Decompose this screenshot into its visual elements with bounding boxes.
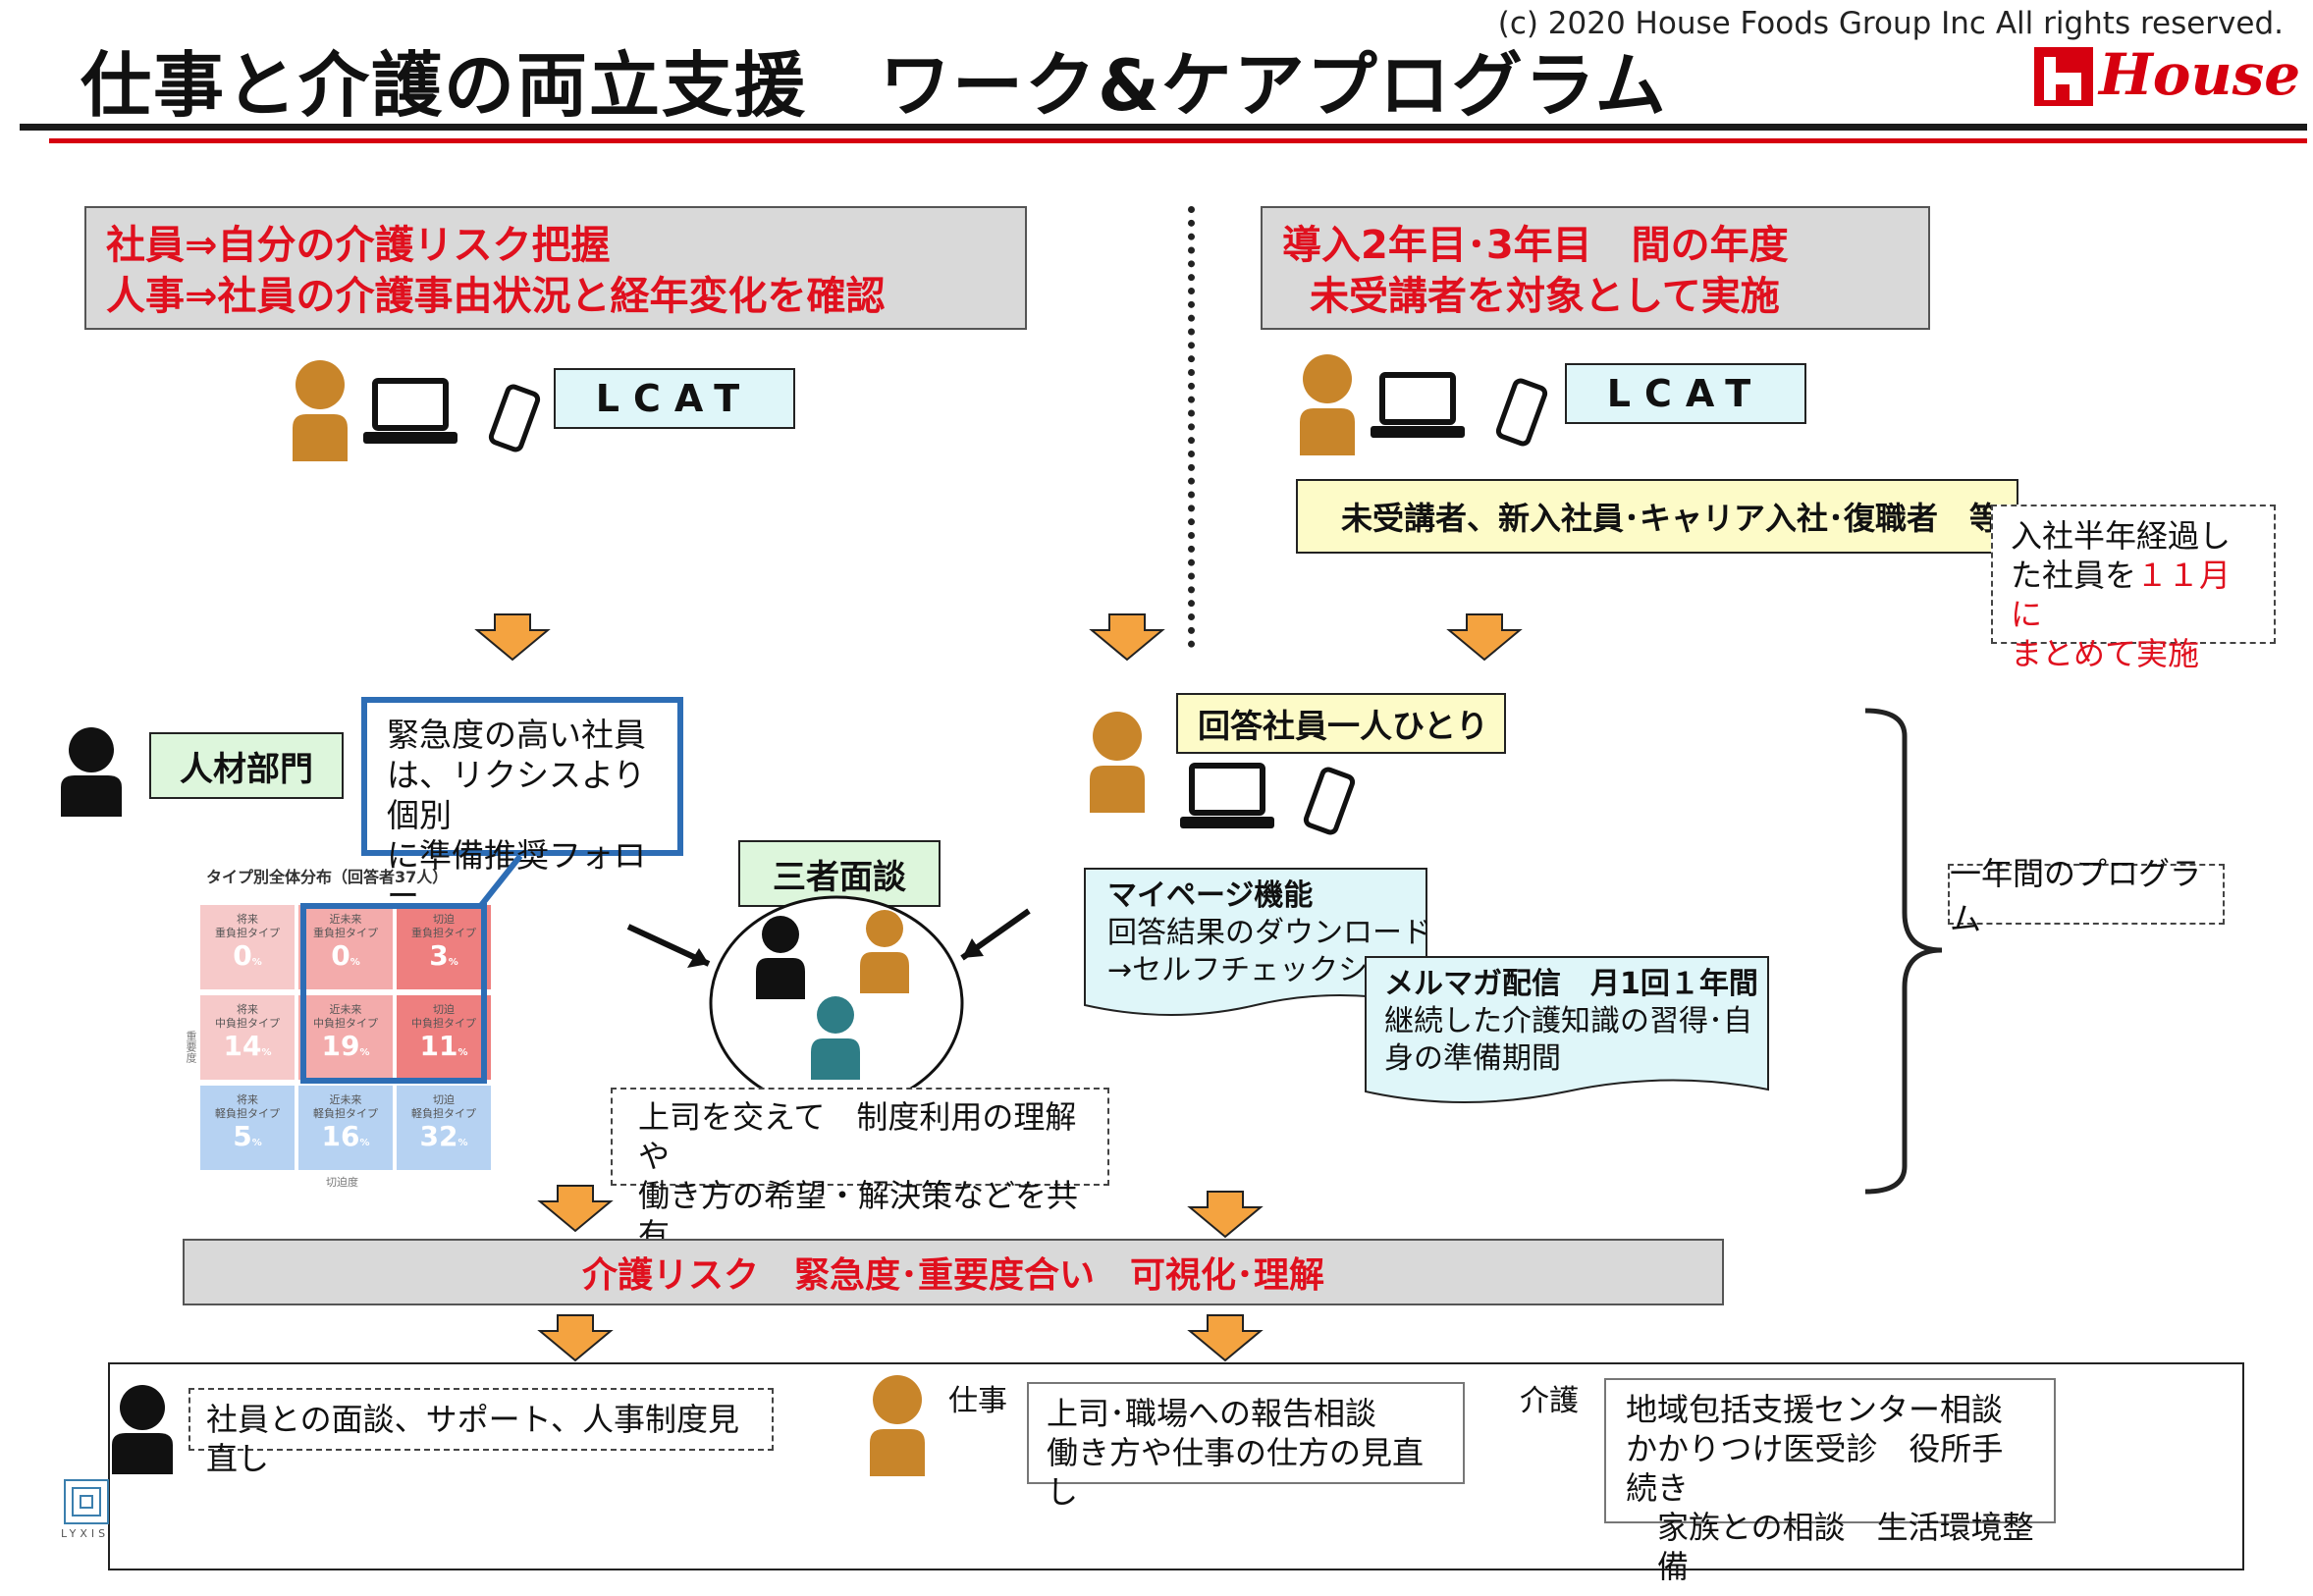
annual-program-label: 一年間のプログラム (1948, 855, 2225, 937)
cell-value: 5% (233, 1120, 262, 1152)
cell-value: 0% (233, 939, 262, 972)
cell-urgency-label: 切迫 (433, 1003, 455, 1016)
person-icon-black (112, 1385, 173, 1474)
down-arrow (537, 1314, 614, 1362)
down-arrow (474, 613, 551, 662)
timing-note: 入社半年経過し た社員を１１月に まとめて実施 (1991, 505, 2276, 672)
y-axis-label: 重要度 (185, 1031, 197, 1063)
person-icon-teal (811, 996, 860, 1080)
person-icon (1090, 712, 1145, 813)
cell-urgency-label: 切迫 (433, 1093, 455, 1106)
lyxis-text: LYXIS (61, 1527, 110, 1540)
down-arrow (537, 1185, 614, 1233)
down-arrow (1187, 1191, 1264, 1239)
respondent-label: 回答社員一人ひとり (1176, 693, 1506, 754)
left-purpose-box: 社員⇒自分の介護リスク把握 人事⇒社員の介護事由状況と経年変化を確認 (84, 206, 1027, 330)
cell-burden-label: 軽負担タイプ (411, 1107, 476, 1120)
cell-urgency-label: 近未来 (329, 913, 362, 926)
work-action-box: 上司･職場への報告相談 働き方や仕事の仕方の見直し (1027, 1382, 1465, 1511)
hr-department-label: 人材部門 (149, 732, 344, 799)
care-label: 介護 (1520, 1384, 1579, 1418)
laptop-icon (363, 378, 457, 444)
cell-value: 14% (223, 1030, 272, 1062)
page-title: 仕事と介護の両立支援 ワーク&ケアプログラム (81, 44, 1668, 127)
lyxis-logo (64, 1479, 109, 1524)
smartphone-icon (1495, 378, 1548, 447)
cell-value: 16% (321, 1120, 370, 1152)
person-icon (1300, 354, 1355, 455)
cell-urgency-label: 将来 (237, 1093, 258, 1106)
person-icon (293, 360, 348, 461)
cell-value: 32% (419, 1120, 468, 1152)
distribution-title: タイプ別全体分布（回答者37人） (206, 868, 449, 886)
cell-value: 3% (429, 939, 458, 972)
cell-urgency-label: 近未来 (329, 1003, 362, 1016)
hr-action-box: 社員との面談、サポート、人事制度見直し (188, 1388, 774, 1477)
person-icon-orange (860, 910, 909, 993)
down-arrow (1187, 1314, 1264, 1362)
center-divider (1188, 206, 1195, 648)
smartphone-icon (1303, 767, 1356, 835)
cell-burden-label: 中負担タイプ (215, 1017, 280, 1030)
header-rule-red (49, 138, 2307, 143)
down-arrow (1089, 613, 1165, 662)
cell-value: 0% (331, 939, 360, 972)
x-axis-label: 切迫度 (326, 1176, 358, 1189)
meeting-description: 上司を交えて 制度利用の理解や 働き方の希望・解決策などを共有 (611, 1088, 1109, 1253)
header-rule (20, 124, 2307, 131)
cell-burden-label: 重負担タイプ (411, 927, 476, 939)
person-icon-black (756, 916, 805, 999)
cell-burden-label: 重負担タイプ (215, 927, 280, 939)
work-label: 仕事 (948, 1384, 1007, 1418)
down-arrow (1446, 613, 1523, 662)
cell-burden-label: 中負担タイプ (313, 1017, 378, 1030)
newsletter-document (1365, 956, 1769, 1103)
right-purpose-box: 導入2年目･3年目 間の年度 未受講者を対象として実施 (1261, 206, 1930, 330)
cell-urgency-label: 切迫 (433, 913, 455, 926)
highlight-frame (300, 903, 487, 1084)
newsletter-text: メルマガ配信 月1回１年間 継続した介護知識の習得･自 身の準備期間 (1384, 967, 1758, 1076)
cell-urgency-label: 将来 (237, 913, 258, 926)
person-icon-black (61, 727, 122, 817)
cell-urgency-label: 近未来 (329, 1093, 362, 1106)
smartphone-icon (488, 384, 541, 452)
cell-burden-label: 軽負担タイプ (313, 1107, 378, 1120)
laptop-icon (1371, 372, 1465, 438)
cell-urgency-label: 将来 (237, 1003, 258, 1016)
person-icon (870, 1375, 925, 1476)
copyright: (c) 2020 House Foods Group Inc All right… (1497, 6, 2284, 41)
care-action-box: 地域包括支援センター相談 かかりつけ医受診 役所手続き 家族との相談 生活環境整… (1604, 1378, 2056, 1585)
laptop-icon (1180, 763, 1274, 828)
cell-burden-label: 軽負担タイプ (215, 1107, 280, 1120)
lcat-label-right: LCAT (1565, 363, 1806, 424)
cell-burden-label: 重負担タイプ (313, 927, 378, 939)
follow-up-callout: 緊急度の高い社員 は、リクシスより個別 に準備推奨フォロー (361, 697, 683, 915)
cell-burden-label: 中負担タイプ (411, 1017, 476, 1030)
cell-value: 11% (419, 1030, 468, 1062)
target-audience-box: 未受講者、新入社員･キャリア入社･復職者 等 (1296, 479, 2018, 554)
lcat-label-left: LCAT (554, 368, 795, 429)
house-logo: House (2034, 41, 2300, 112)
cell-value: 19% (321, 1030, 370, 1062)
result-bar: 介護リスク 緊急度･重要度合い 可視化･理解 (183, 1239, 1724, 1305)
